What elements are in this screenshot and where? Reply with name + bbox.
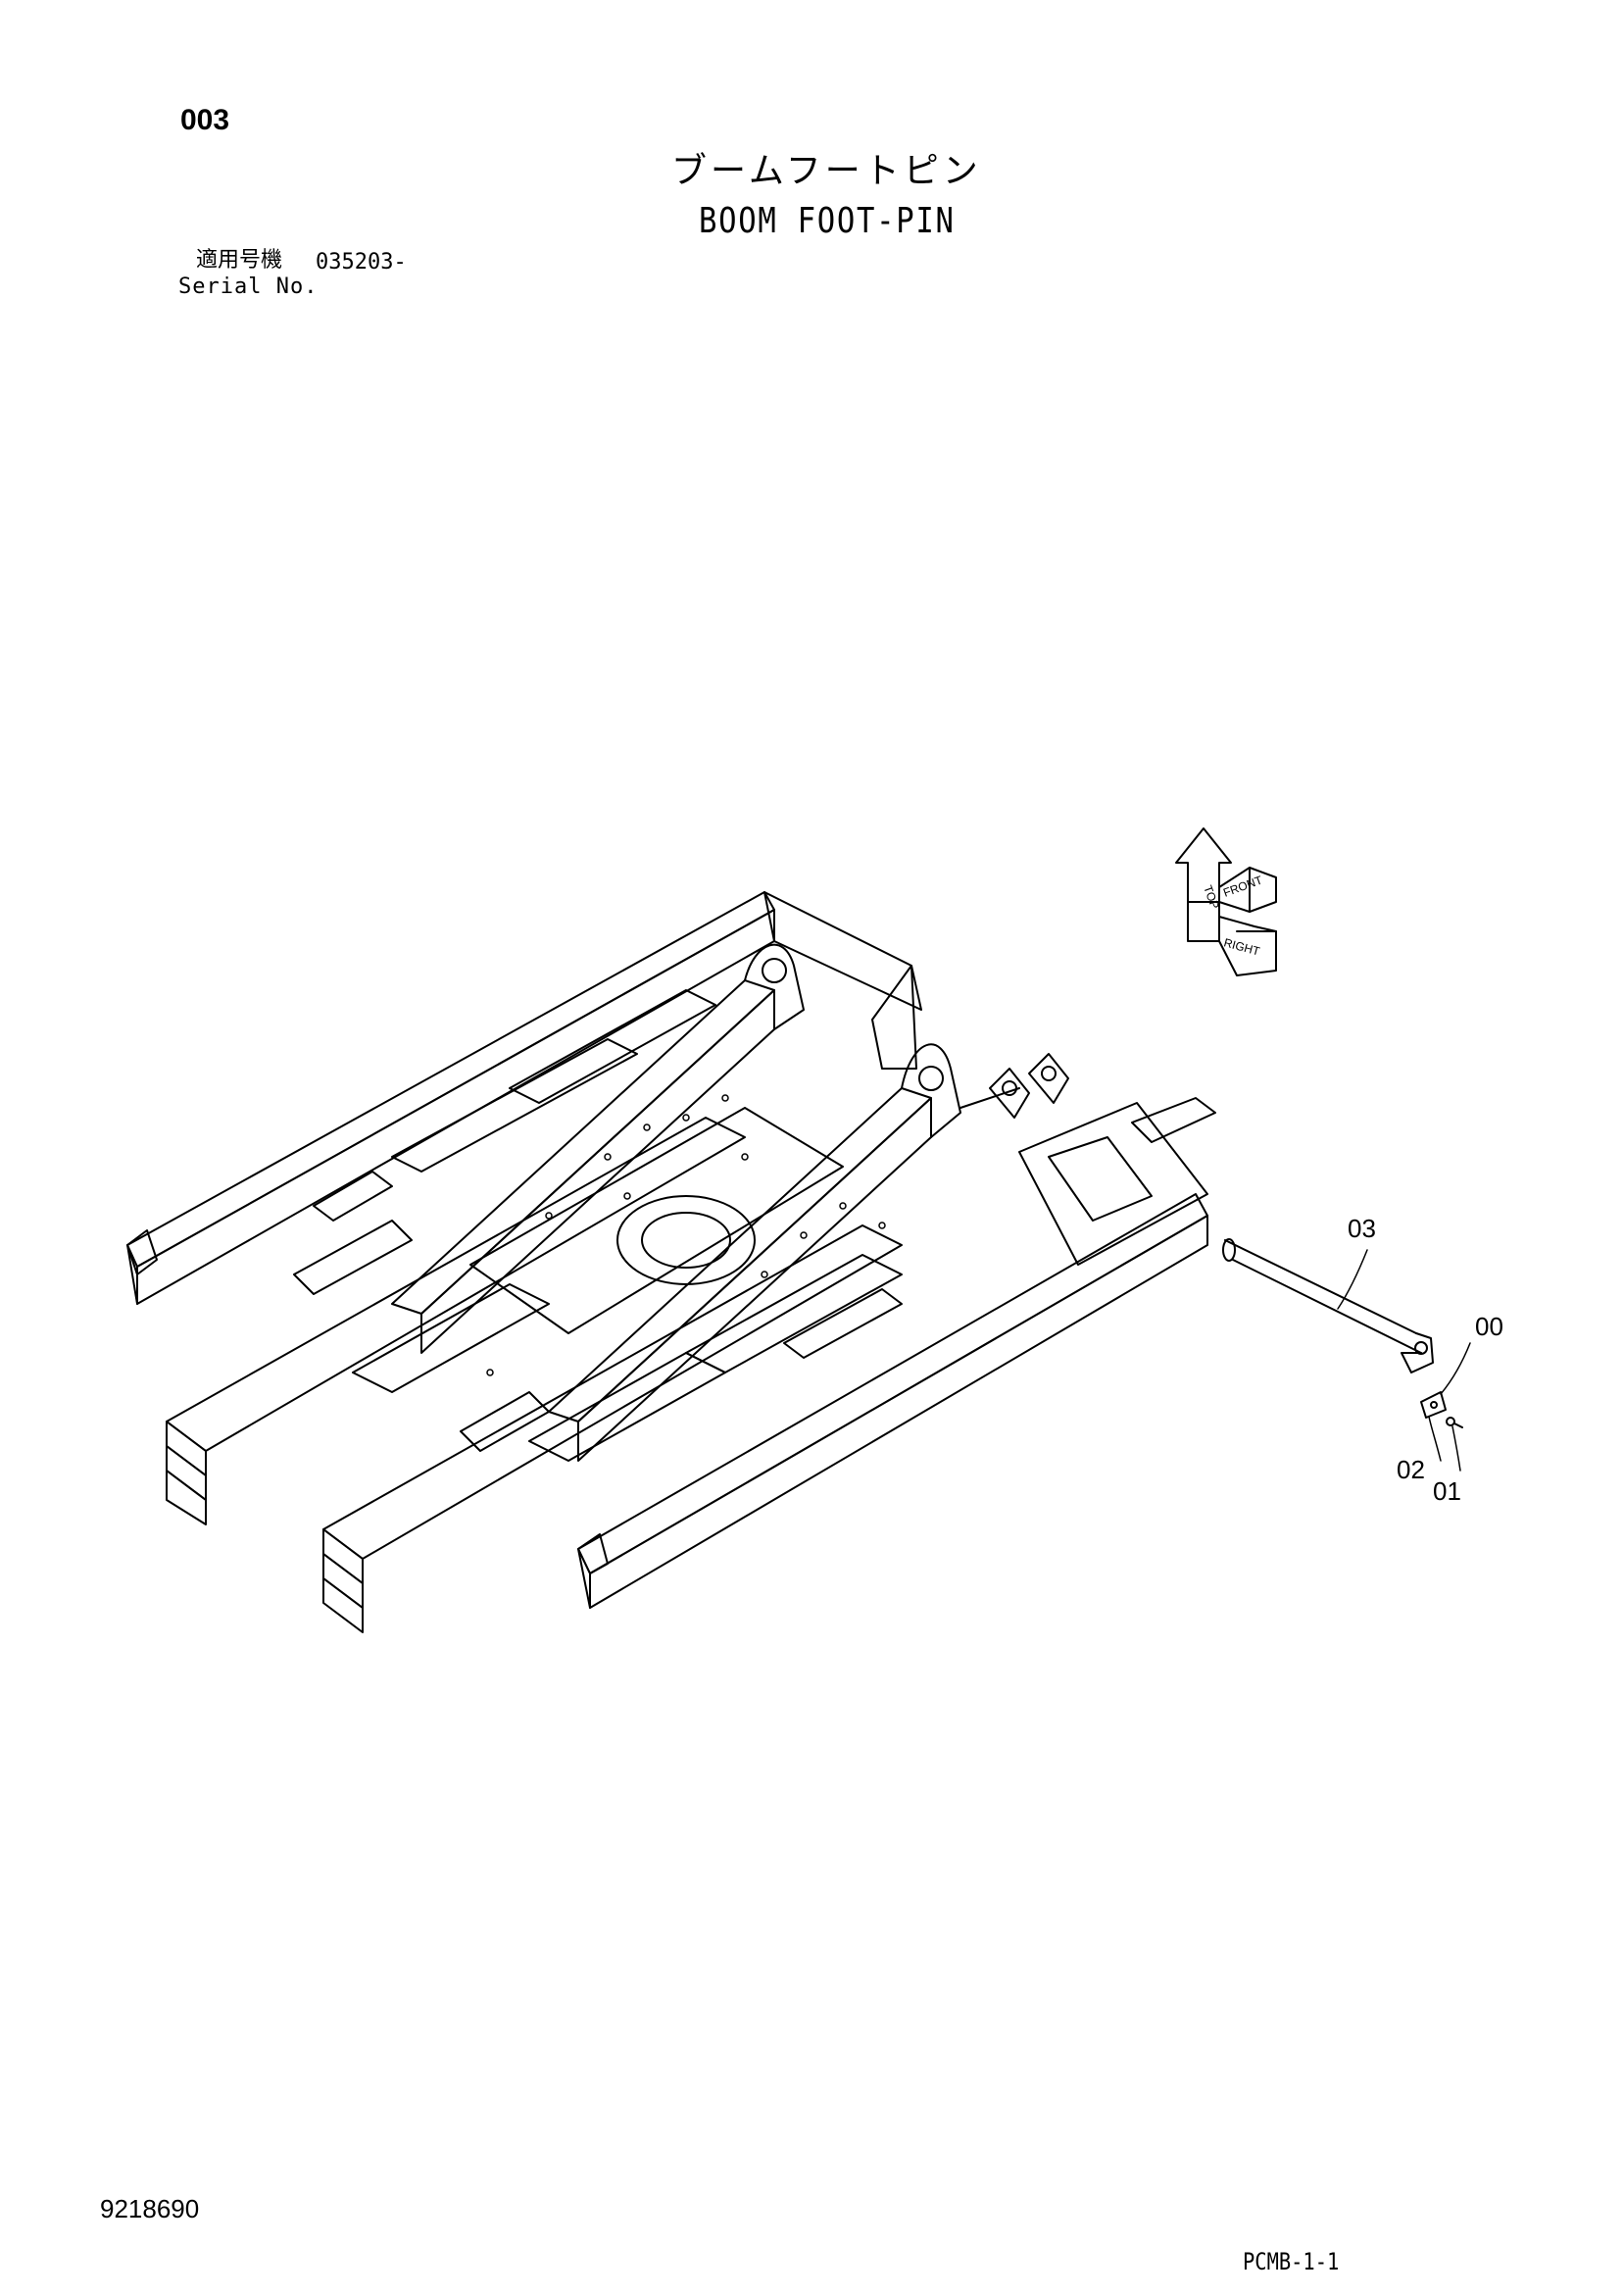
orientation-right-label: RIGHT bbox=[1222, 935, 1261, 958]
callout-02: 02 bbox=[1397, 1455, 1425, 1484]
callout-00: 00 bbox=[1475, 1312, 1503, 1341]
orientation-indicator-icon: TOP FRONT RIGHT bbox=[1175, 827, 1277, 976]
title-japanese: ブームフートピン bbox=[671, 151, 982, 191]
lock-plate-part bbox=[1420, 1391, 1447, 1419]
serial-label-english: Serial No. bbox=[178, 275, 319, 299]
orientation-front-label: FRONT bbox=[1221, 873, 1264, 900]
page-code: PCMB-1-1 bbox=[1243, 2248, 1340, 2275]
boom-foot-pin-part bbox=[1222, 1238, 1434, 1373]
callout-01: 01 bbox=[1433, 1476, 1461, 1506]
document-number: 9218690 bbox=[100, 2194, 200, 2223]
title-english: BOOM FOOT-PIN bbox=[699, 201, 956, 241]
page-number: 003 bbox=[180, 104, 230, 136]
serial-number-value: 035203- bbox=[316, 250, 407, 275]
serial-label-japanese: 適用号機 bbox=[196, 248, 283, 273]
revolving-frame-drawing bbox=[126, 891, 1216, 1633]
callout-03: 03 bbox=[1348, 1214, 1376, 1243]
bolt-part bbox=[1446, 1417, 1463, 1428]
callout-leader-lines bbox=[1337, 1249, 1471, 1472]
